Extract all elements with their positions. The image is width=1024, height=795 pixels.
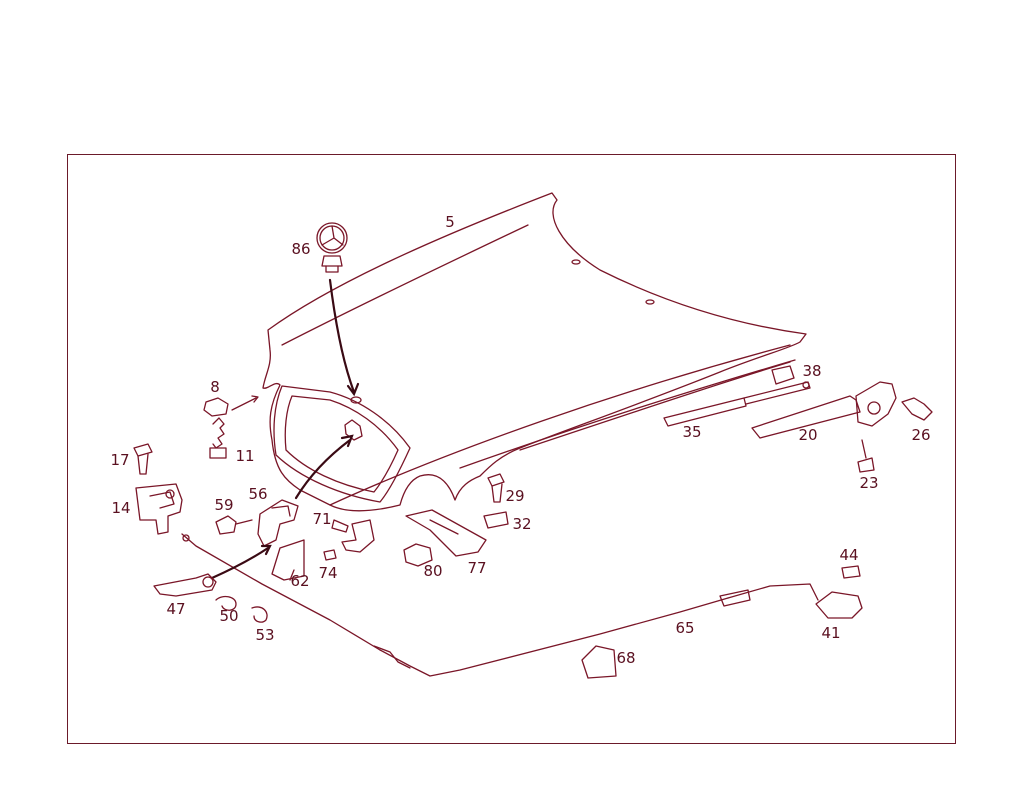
label-11: 11 bbox=[235, 447, 254, 465]
label-35: 35 bbox=[682, 423, 701, 441]
label-71: 71 bbox=[312, 510, 331, 528]
label-32: 32 bbox=[512, 515, 531, 533]
hood-clip-and-screw bbox=[203, 395, 259, 459]
gas-strut bbox=[663, 365, 811, 427]
label-44: 44 bbox=[839, 546, 858, 564]
label-8: 8 bbox=[210, 378, 220, 396]
release-cable-handle bbox=[373, 565, 863, 679]
label-26: 26 bbox=[911, 426, 930, 444]
label-65: 65 bbox=[675, 619, 694, 637]
label-41: 41 bbox=[821, 624, 840, 642]
lever-and-spring bbox=[153, 573, 268, 623]
label-14: 14 bbox=[111, 499, 130, 517]
release-latch bbox=[210, 434, 354, 580]
label-56: 56 bbox=[248, 485, 267, 503]
label-50: 50 bbox=[219, 607, 238, 625]
label-17: 17 bbox=[110, 451, 129, 469]
bumpers-and-covers bbox=[403, 473, 509, 567]
small-clips bbox=[271, 519, 375, 581]
label-23: 23 bbox=[859, 474, 878, 492]
hood-hinge bbox=[751, 381, 933, 473]
label-80: 80 bbox=[423, 562, 442, 580]
label-62: 62 bbox=[290, 572, 309, 590]
label-74: 74 bbox=[318, 564, 337, 582]
label-77: 77 bbox=[467, 559, 486, 577]
label-38: 38 bbox=[802, 362, 821, 380]
star-emblem bbox=[316, 222, 360, 397]
diagram-frame bbox=[67, 154, 956, 744]
label-47: 47 bbox=[166, 600, 185, 618]
latch-assembly bbox=[133, 443, 381, 651]
label-86: 86 bbox=[291, 240, 310, 258]
label-68: 68 bbox=[616, 649, 635, 667]
label-59: 59 bbox=[214, 496, 233, 514]
hood-panel bbox=[262, 192, 807, 512]
label-53: 53 bbox=[255, 626, 274, 644]
label-20: 20 bbox=[798, 426, 817, 444]
label-5: 5 bbox=[445, 213, 455, 231]
label-29: 29 bbox=[505, 487, 524, 505]
